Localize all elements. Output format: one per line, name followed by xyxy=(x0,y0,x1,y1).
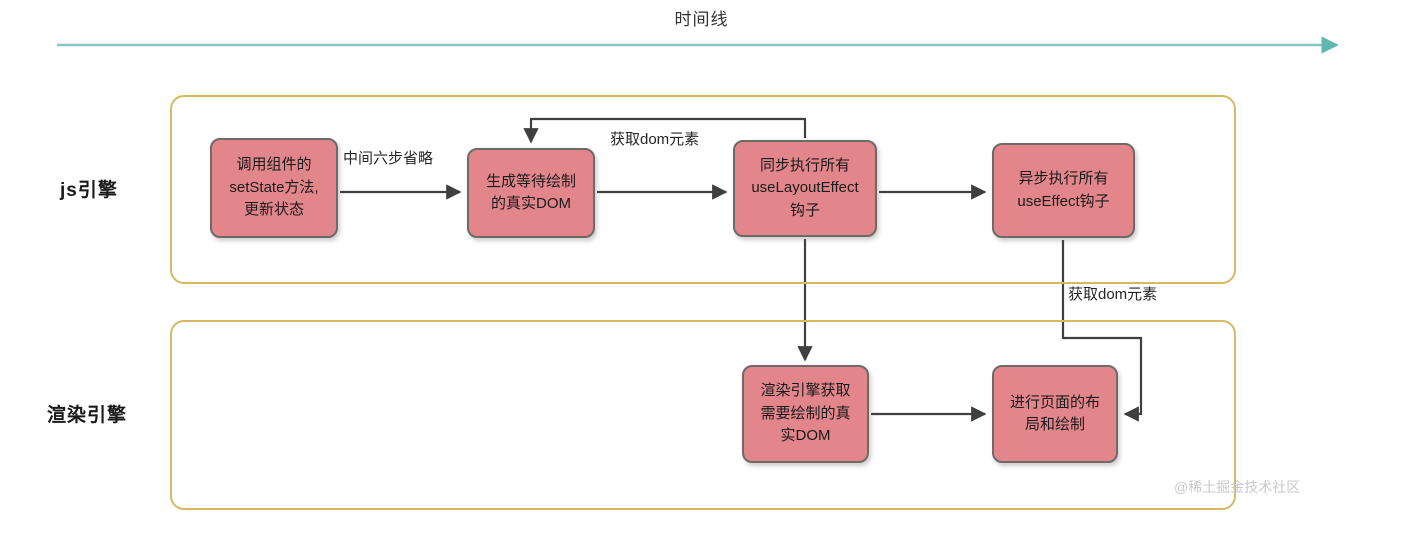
lane-container-render xyxy=(170,320,1236,510)
node-generate-real-dom-label: 生成等待绘制的真实DOM xyxy=(485,172,576,213)
node-render-engine-get-dom[interactable]: 渲染引擎获取需要绘制的真实DOM xyxy=(742,365,869,463)
edge-label-get-dom-element-bottom: 获取dom元素 xyxy=(1068,286,1158,303)
lane-label-render-engine: 渲染引擎 xyxy=(47,405,128,426)
edge-label-six-steps-omitted: 中间六步省略 xyxy=(343,150,434,167)
node-generate-real-dom[interactable]: 生成等待绘制的真实DOM xyxy=(467,148,595,238)
node-render-engine-get-dom-label: 渲染引擎获取需要绘制的真实DOM xyxy=(760,382,851,445)
edge-label-get-dom-element-top: 获取dom元素 xyxy=(610,131,700,148)
lane-container-js xyxy=(170,95,1236,284)
edge-n4-n6-feedback xyxy=(1061,240,1143,422)
node-layout-and-paint[interactable]: 进行页面的布局和绘制 xyxy=(992,365,1118,463)
node-layout-and-paint-label: 进行页面的布局和绘制 xyxy=(1009,393,1100,434)
edge-n3-n2-feedback xyxy=(523,117,807,144)
watermark: @稀土掘金技术社区 xyxy=(1174,479,1301,495)
diagram-title: 时间线 xyxy=(674,10,729,29)
lane-label-js-engine: js引擎 xyxy=(60,180,118,201)
